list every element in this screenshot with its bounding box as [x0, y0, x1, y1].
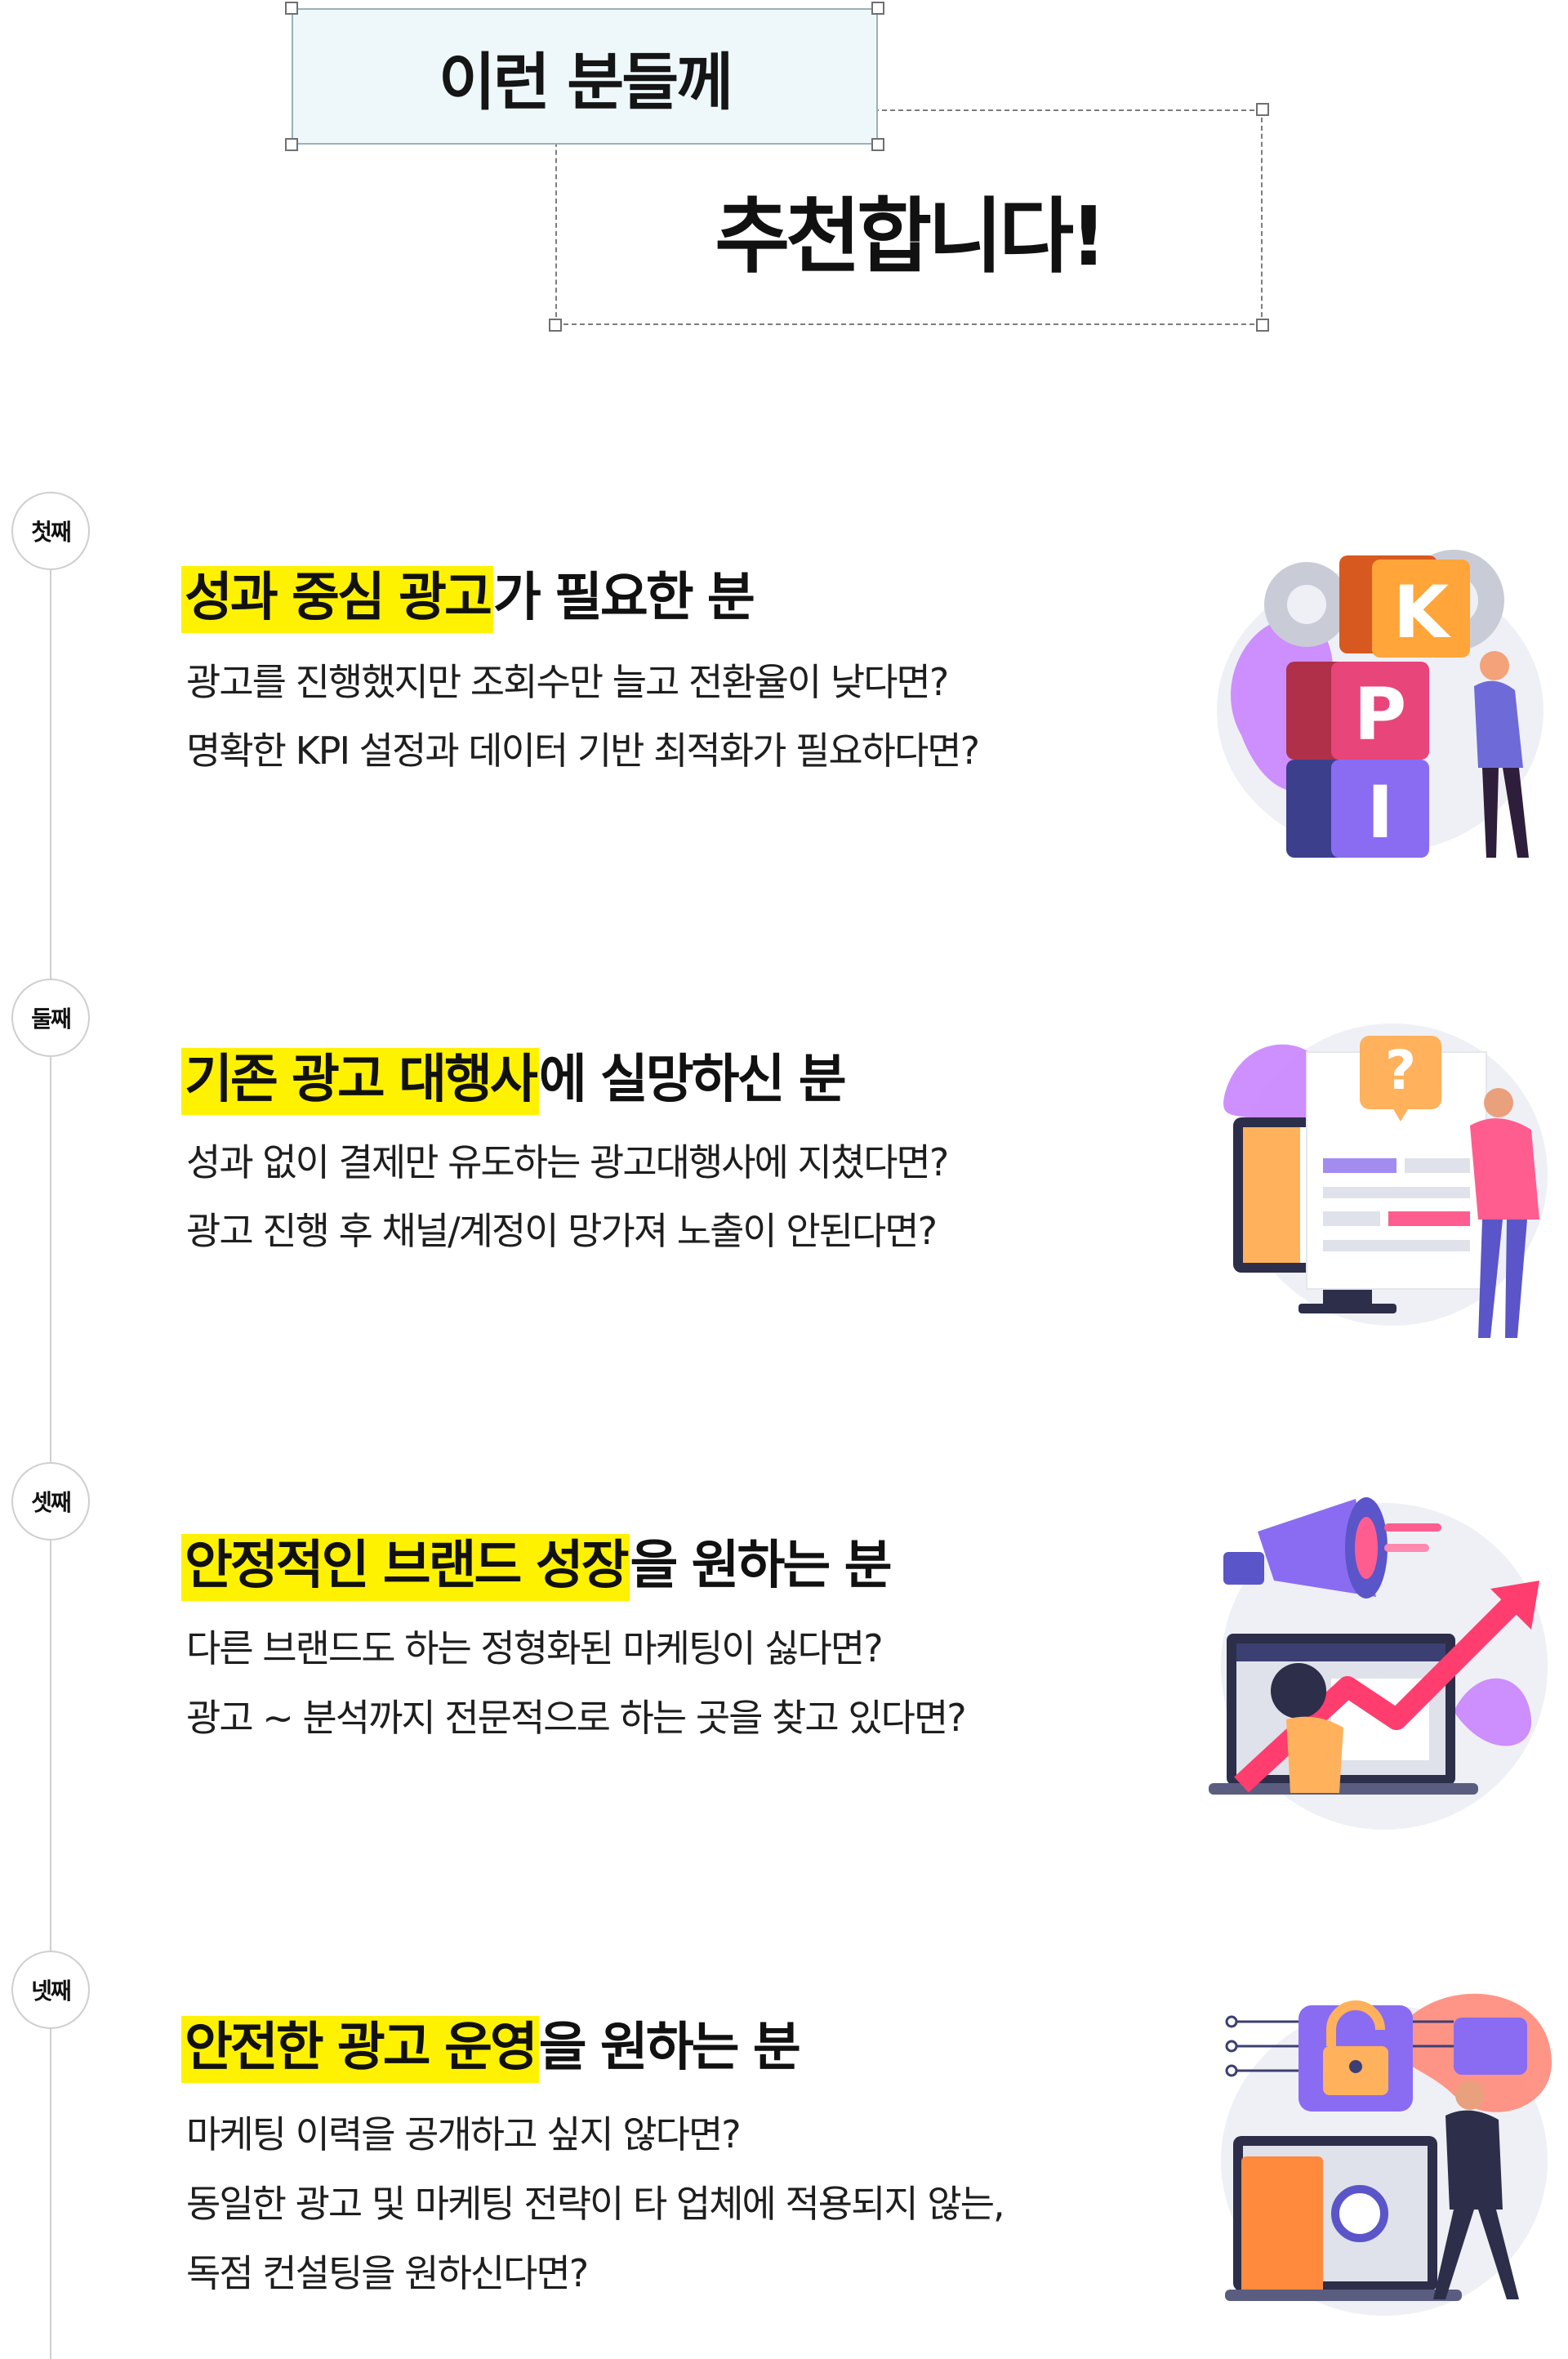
title-highlight: 성과 중심 광고: [181, 566, 493, 633]
section-line: 다른 브랜드도 하는 정형화된 마케팅이 싫다면?: [186, 1626, 884, 1670]
resize-handle: [1256, 103, 1269, 116]
section-title: 기존 광고 대행사에 실망하신 분: [181, 1048, 847, 1115]
section-line: 광고 ~ 분석까지 전문적으로 하는 곳을 찾고 있다면?: [186, 1696, 967, 1740]
person-head-icon: [1455, 2080, 1485, 2110]
title-highlight: 안전한 광고 운영: [181, 2016, 539, 2083]
kpi-letter-p: P: [1354, 672, 1407, 756]
person-head-icon: [1484, 1088, 1513, 1117]
header-selection-box: [292, 8, 878, 145]
resize-handle: [285, 2, 298, 15]
section-title: 성과 중심 광고가 필요한 분: [181, 566, 755, 633]
resize-handle: [285, 138, 298, 151]
section-line: 광고 진행 후 채널/계정이 망가져 노출이 안된다면?: [186, 1209, 938, 1253]
kpi-letter-k: K: [1393, 570, 1451, 654]
megaphone-icon: [1258, 1499, 1376, 1597]
gear-icon: [1331, 2185, 1388, 2242]
header-title-line2: 추천합니다!: [715, 188, 1107, 284]
section-title: 안전한 광고 운영을 원하는 분: [181, 2016, 801, 2083]
resize-handle: [549, 319, 562, 332]
growth-illustration: [1209, 1497, 1548, 1830]
resize-handle: [871, 138, 884, 151]
section-line: 광고를 진행했지만 조회수만 늘고 전환율이 낮다면?: [186, 660, 949, 704]
resize-handle: [871, 2, 884, 15]
title-highlight: 기존 광고 대행사: [181, 1048, 539, 1115]
section-line: 마케팅 이력을 공개하고 싶지 않다면?: [186, 2112, 742, 2156]
step-badge-fourth: 넷째: [11, 1951, 90, 2029]
step-badge-first: 첫째: [11, 492, 90, 570]
briefcase-icon: [1454, 2018, 1527, 2075]
resize-handle: [1256, 319, 1269, 332]
person-head-icon: [1480, 651, 1509, 680]
agency-illustration: ?: [1223, 1023, 1548, 1338]
safety-illustration: [1221, 1993, 1552, 2316]
title-rest: 가 필요한 분: [492, 568, 755, 628]
title-highlight: 안정적인 브랜드 성장: [181, 1534, 630, 1601]
section-title: 안정적인 브랜드 성장을 원하는 분: [181, 1534, 892, 1601]
section-line: 성과 없이 결제만 유도하는 광고대행사에 지쳤다면?: [186, 1140, 949, 1184]
title-rest: 에 실망하신 분: [538, 1050, 847, 1110]
section-line: 독점 컨설팅을 원하신다면?: [186, 2251, 589, 2295]
header-title-line1: 이런 분들께: [438, 45, 733, 118]
section-line: 명확한 KPI 설정과 데이터 기반 최적화가 필요하다면?: [186, 729, 980, 773]
step-badge-second: 둘째: [11, 979, 90, 1057]
question-icon: [1360, 1036, 1441, 1109]
kpi-letter-i: I: [1367, 770, 1394, 854]
question-mark: ?: [1385, 1039, 1416, 1102]
header-dashed-frame: [555, 109, 1263, 325]
person-head-icon: [1271, 1663, 1326, 1719]
step-badge-third: 셋째: [11, 1462, 90, 1541]
section-line: 동일한 광고 및 마케팅 전략이 타 업체에 적용되지 않는,: [186, 2182, 1005, 2226]
title-rest: 을 원하는 분: [630, 1536, 892, 1596]
title-rest: 을 원하는 분: [538, 2018, 801, 2078]
timeline-line: [50, 531, 51, 2359]
kpi-illustration: K P I: [1217, 550, 1544, 858]
